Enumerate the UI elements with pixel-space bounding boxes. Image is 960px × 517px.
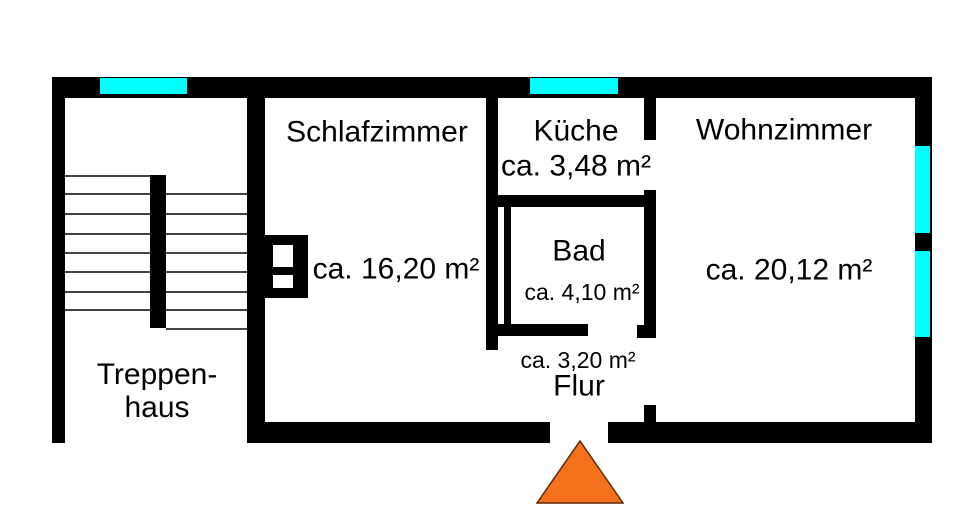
wall-outer-bottom-left-segment [247,422,550,443]
room-area-wohnzimmer: ca. 20,12 m² [705,253,873,287]
wall-kueche-wohnzimmer [644,97,656,140]
wall-outer-top [52,77,930,98]
wall-treppenhaus-schlafzimmer [247,97,265,422]
stair-tread-line [65,309,150,311]
room-area-kueche: ca. 3,48 m² [500,149,652,183]
room-label-schlafzimmer: Schlafzimmer [286,115,468,149]
stair-tread-line [166,193,247,195]
window-right-wohnzimmer-upper [915,146,930,233]
stair-tread-line [65,213,150,215]
wall-outer-left [52,77,65,443]
stair-tread-line [65,291,150,293]
wall-bad-wohnzimmer [644,190,656,338]
room-label-wohnzimmer: Wohnzimmer [695,113,873,147]
room-area-schlafzimmer: ca. 16,20 m² [312,252,480,286]
room-area-bad: ca. 4,10 m² [524,278,640,305]
stair-tread-line [166,271,247,273]
stair-tread-line [65,252,150,254]
radiator-symbol-cutout-bottom [273,275,293,288]
wall-bad-door-jamb [637,325,646,338]
wall-schlafzimmer-kueche [486,97,498,350]
wall-kueche-bad [486,195,656,207]
room-label-bad: Bad [552,234,606,268]
wall-flur-wohnzimmer-stub [644,405,656,422]
room-label-flur: Flur [553,369,605,403]
stair-tread-line [166,291,247,293]
stair-tread-line [166,252,247,254]
stair-tread-line [65,175,150,177]
stair-tread-line [65,233,150,235]
stair-stringer [150,175,166,328]
room-label-treppenhaus-line1: Treppen- [96,358,218,391]
stair-tread-line [65,193,150,195]
window-top-treppenhaus [100,78,187,94]
window-right-wohnzimmer-lower [915,251,930,337]
stair-tread-line [166,328,247,330]
stair-tread-line [166,233,247,235]
wall-bad-flur [486,324,588,336]
room-label-treppenhaus: Treppen- haus [97,358,218,424]
wall-bad-inner-shaft-line [504,207,511,324]
wall-outer-bottom-right-segment [608,422,930,443]
entrance-arrow-icon [535,439,625,504]
radiator-symbol-cutout-top [273,245,293,267]
stair-tread-line [166,309,247,311]
stair-tread-line [166,213,247,215]
room-area-flur: ca. 3,20 m² [520,346,636,373]
stair-tread-line [65,271,150,273]
window-top-kueche [530,78,618,94]
room-label-treppenhaus-line2: haus [124,391,190,424]
room-label-kueche: Küche [533,114,619,148]
